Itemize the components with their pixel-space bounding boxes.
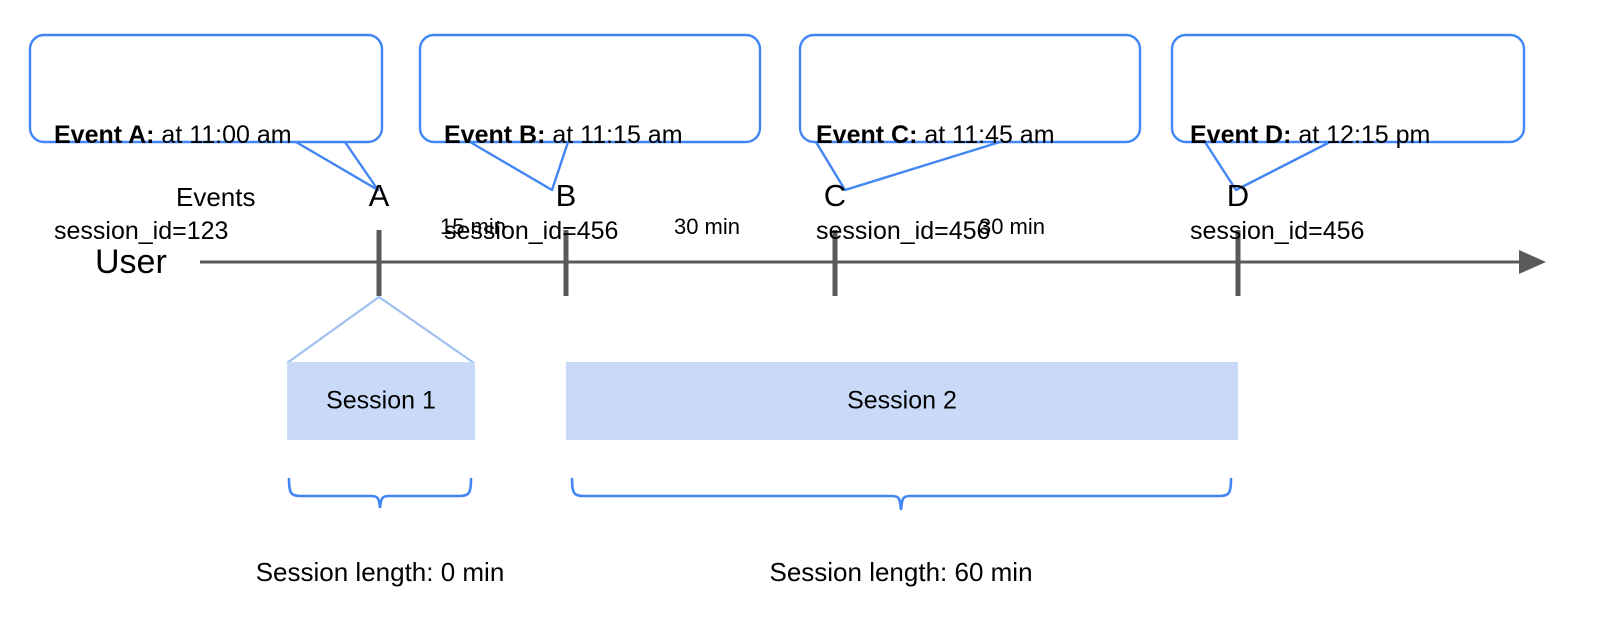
callout-bubble-c (798, 33, 1142, 192)
row-label-events: Events (176, 182, 256, 212)
session-length-label-2: Session length: 60 min (769, 557, 1033, 587)
event-label-c: C (823, 178, 847, 213)
gap-label-ab: 15 min (439, 214, 507, 239)
row-label-user: User (95, 243, 167, 281)
callout-tail-d (1203, 140, 1331, 192)
callout-text-d: Event D: at 12:15 pm session_id=456 (1190, 55, 1430, 311)
callout-session-b: session_id=456 (444, 217, 619, 245)
callout-session-a: session_id=123 (54, 217, 229, 245)
gap-label-cd: 30 min (978, 214, 1046, 239)
callout-time-d: at 12:15 pm (1291, 121, 1431, 149)
callout-title-a: Event A: (54, 121, 155, 149)
callout-bubble-b (418, 33, 762, 192)
callout-bubble-a (28, 33, 384, 192)
callout-title-c: Event C: (816, 121, 918, 149)
callout-time-c: at 11:45 am (917, 121, 1055, 149)
session-bar-label-1: Session 1 (326, 386, 436, 415)
session1-funnel (286, 295, 475, 364)
callout-tail-c (814, 140, 1001, 192)
session-bar-label-2: Session 2 (847, 386, 957, 415)
session2-brace (570, 477, 1233, 511)
callout-session-c: session_id=456 (816, 217, 991, 245)
callout-time-a: at 11:00 am (154, 121, 292, 149)
callout-text-c: Event C: at 11:45 am session_id=456 (816, 55, 1055, 311)
callout-tail-b (469, 140, 570, 192)
callout-text-a: Event A: at 11:00 am session_id=123 (54, 55, 292, 311)
session1-brace (287, 477, 473, 509)
session-bar-1 (287, 362, 475, 440)
event-label-d: D (1226, 178, 1250, 213)
callout-title-b: Event B: (444, 121, 546, 149)
gap-label-bc: 30 min (673, 214, 741, 239)
event-label-a: A (368, 178, 390, 213)
session-bar-2 (566, 362, 1238, 440)
session-length-label-1: Session length: 0 min (255, 557, 505, 587)
callout-tail-a (295, 140, 380, 192)
event-label-b: B (555, 178, 577, 213)
callout-session-d: session_id=456 (1190, 217, 1365, 245)
callout-bubble-d (1170, 33, 1526, 192)
callout-title-d: Event D: (1190, 121, 1292, 149)
callout-time-b: at 11:15 am (545, 121, 683, 149)
callout-text-b: Event B: at 11:15 am session_id=456 (444, 55, 683, 311)
